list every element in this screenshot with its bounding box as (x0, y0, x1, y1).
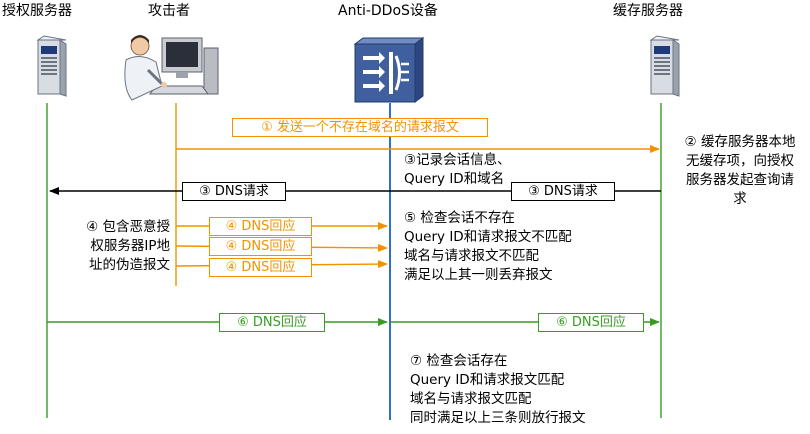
note-step5-line: ⑤ 检查会话不存在 (404, 210, 515, 226)
attacker-at-computer-icon (124, 35, 219, 101)
note-step7-line: 同时满足以上三条则放行报文 (410, 410, 586, 426)
note-step2-line: 求 (733, 191, 747, 207)
firewall-device-icon (353, 37, 425, 103)
note-step7-line: Query ID和请求报文匹配 (410, 372, 565, 388)
note-step4: ④ 包含恶意授 权服务器IP地 址的伪造报文 (60, 218, 170, 275)
note-step4-line: ④ 包含恶意授 (86, 219, 170, 235)
note-step5-line: 域名与请求报文不匹配 (404, 248, 539, 264)
note-step2: ② 缓存服务器本地 无缓存项，向授权 服务器发起查询请 求 (672, 133, 808, 209)
message-step6-left: ⑥ DNS回应 (219, 313, 325, 332)
note-step4-line: 权服务器IP地 (90, 238, 170, 254)
note-step5-line: 满足以上其一则丢弃报文 (404, 267, 553, 283)
message-step3-left: ③ DNS请求 (182, 182, 286, 201)
message-step4c: ④ DNS回应 (209, 258, 312, 277)
cache-server-title: 缓存服务器 (613, 3, 683, 19)
note-step3-line: ③记录会话信息、 (404, 152, 511, 168)
server-icon (36, 35, 67, 97)
note-step3-line: Query ID和域名 (404, 171, 505, 187)
note-step4-line: 址的伪造报文 (89, 257, 170, 273)
message-step3-right: ③ DNS请求 (511, 182, 615, 201)
message-step1: ① 发送一个不存在域名的请求报文 (232, 118, 488, 137)
anti-ddos-title: Anti-DDoS设备 (338, 3, 438, 19)
note-step7-line: 域名与请求报文匹配 (410, 391, 532, 407)
note-step5-line: Query ID和请求报文不匹配 (404, 229, 572, 245)
note-step5: ⑤ 检查会话不存在 Query ID和请求报文不匹配 域名与请求报文不匹配 满足… (404, 209, 624, 285)
note-step7: ⑦ 检查会话存在 Query ID和请求报文匹配 域名与请求报文匹配 同时满足以… (410, 352, 650, 428)
note-step3: ③记录会话信息、 Query ID和域名 (404, 151, 544, 189)
note-step2-line: 无缓存项，向授权 (686, 153, 794, 169)
attacker-title: 攻击者 (148, 3, 190, 19)
server-icon (649, 35, 680, 97)
message-step4b: ④ DNS回应 (209, 237, 312, 256)
message-step4a: ④ DNS回应 (209, 217, 312, 236)
note-step7-line: ⑦ 检查会话存在 (410, 353, 508, 369)
auth-server-title: 授权服务器 (2, 3, 72, 19)
note-step2-line: 服务器发起查询请 (686, 172, 794, 188)
note-step2-line: ② 缓存服务器本地 (684, 134, 796, 150)
message-step6-right: ⑥ DNS回应 (538, 313, 644, 332)
